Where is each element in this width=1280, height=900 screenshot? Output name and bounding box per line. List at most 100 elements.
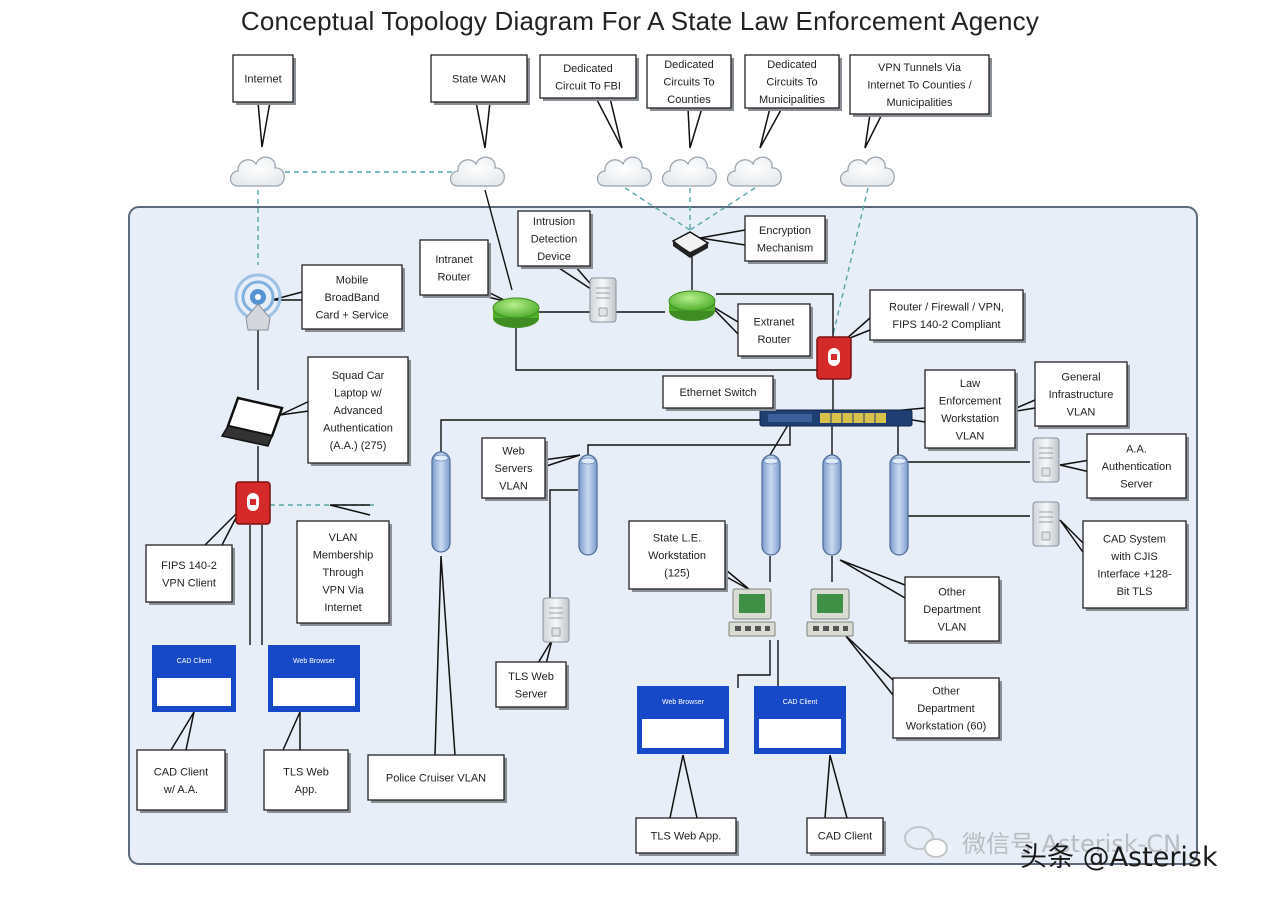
callout-text-line: Device: [537, 251, 571, 263]
general-infrastructure-vlan-pipe: [889, 454, 909, 556]
intranet-router-icon: [492, 297, 540, 329]
vpn-tunnels-cloud: [839, 156, 895, 187]
callout-text-line: Intranet: [435, 254, 472, 266]
svg-text:Web Browser: Web Browser: [293, 658, 336, 665]
fips-vpn-client-lock-icon: [235, 481, 271, 525]
callout-text-line: VPN Tunnels Via: [878, 62, 962, 74]
callout-text-line: VPN Client: [162, 577, 216, 589]
callout-text-line: Squad Car: [332, 370, 385, 382]
other-department-workstation-icon: [806, 588, 854, 637]
callout-text-line: VLAN: [956, 430, 985, 442]
tls-web-server-icon: [542, 597, 570, 643]
callout-text-line: with CJIS: [1110, 551, 1157, 563]
callout-text-line: Authentication: [323, 423, 393, 435]
callout-text-line: FIPS 140-2: [161, 560, 217, 572]
callout-text-line: Counties: [667, 94, 711, 106]
callout-text-line: Police Cruiser VLAN: [386, 773, 486, 785]
state-le-workstation-icon: [728, 588, 776, 637]
callout-text-line: Advanced: [334, 405, 383, 417]
callout-text-line: FIPS 140-2 Compliant: [892, 319, 1000, 331]
internet-cloud: [229, 156, 285, 187]
web-browser-window-left: Web Browser: [268, 645, 360, 712]
callout-text-line: A.A.: [1126, 444, 1147, 456]
callout-text-line: Department: [917, 703, 974, 715]
le-workstation-vlan-pipe: [761, 454, 781, 556]
callout-internet: Internet: [232, 54, 296, 105]
callout-text-line: Department: [923, 604, 980, 616]
callout-text-line: Servers: [495, 463, 533, 475]
callout-text-line: Router: [757, 334, 790, 346]
intrusion-detection-server-icon: [589, 277, 617, 323]
fbi-circuit-cloud: [596, 156, 652, 187]
credit-watermark-text: 头条 @Asterisk: [1020, 842, 1218, 873]
callout-text-line: Detection: [531, 234, 577, 246]
municipalities-circuit-cloud: [726, 156, 782, 187]
callout-text-line: Through: [323, 567, 364, 579]
cad-system-server-icon: [1032, 501, 1060, 547]
callout-text-line: Circuits To: [766, 77, 817, 89]
callout-text-line: VLAN: [329, 532, 358, 544]
callout-state-wan: State WAN: [430, 54, 530, 105]
callout-text-line: (A.A.) (275): [330, 440, 387, 452]
callout-text-line: Workstation: [648, 550, 706, 562]
callout-text-line: Ethernet Switch: [679, 387, 756, 399]
cad-client-window-center: CAD Client: [754, 686, 846, 754]
callout-text-line: Card + Service: [315, 310, 388, 322]
callout-text-line: TLS Web App.: [651, 831, 722, 843]
router-firewall-vpn-icon: [816, 336, 852, 380]
callout-text-line: Dedicated: [767, 59, 817, 71]
counties-circuit-cloud: [661, 156, 717, 187]
watermark: 微信号 Asterisk-CN 头条 @Asterisk: [904, 826, 1218, 873]
wechat-icon: [904, 826, 948, 858]
callout-text-line: BroadBand: [324, 292, 379, 304]
callout-text-line: Laptop w/: [334, 388, 383, 400]
callout-text-line: Law: [960, 378, 980, 390]
callout-text-line: Bit TLS: [1117, 586, 1153, 598]
callout-text-line: Infrastructure: [1049, 389, 1114, 401]
callout-state-le-workstation: State L.E.Workstation(125): [628, 520, 728, 592]
callout-text-line: Other: [938, 587, 966, 599]
cad-client-window-left: CAD Client: [152, 645, 236, 712]
callout-text-line: VLAN: [1067, 407, 1096, 419]
callout-text-line: TLS Web: [508, 671, 554, 683]
extranet-router-icon: [668, 290, 716, 322]
callout-text-line: Intrusion: [533, 216, 575, 228]
mobile-broadband-antenna-icon: [234, 273, 282, 331]
callout-text-line: Router / Firewall / VPN,: [889, 301, 1004, 313]
encryption-mechanism-icon: [671, 231, 710, 258]
callout-tls-web-app-bottom: TLS Web App.: [635, 817, 739, 856]
svg-text:CAD Client: CAD Client: [783, 699, 818, 706]
callout-text-line: Internet To Counties /: [867, 80, 972, 92]
squad-car-laptop-icon: [220, 396, 284, 447]
callout-police-cruiser-vlan: Police Cruiser VLAN: [367, 754, 507, 803]
callout-text-line: Router: [437, 271, 470, 283]
callout-ethernet-switch: Ethernet Switch: [662, 375, 776, 411]
callout-text-line: Workstation (60): [906, 721, 987, 733]
aa-authentication-server-icon: [1032, 437, 1060, 483]
callout-text-line: CAD Client: [154, 766, 208, 778]
callout-text-line: State WAN: [452, 74, 506, 86]
callout-text-line: Authentication: [1102, 461, 1172, 473]
web-browser-window-center: Web Browser: [637, 686, 729, 754]
callout-text-line: Dedicated: [664, 59, 714, 71]
callout-text-line: VPN Via: [322, 585, 364, 597]
